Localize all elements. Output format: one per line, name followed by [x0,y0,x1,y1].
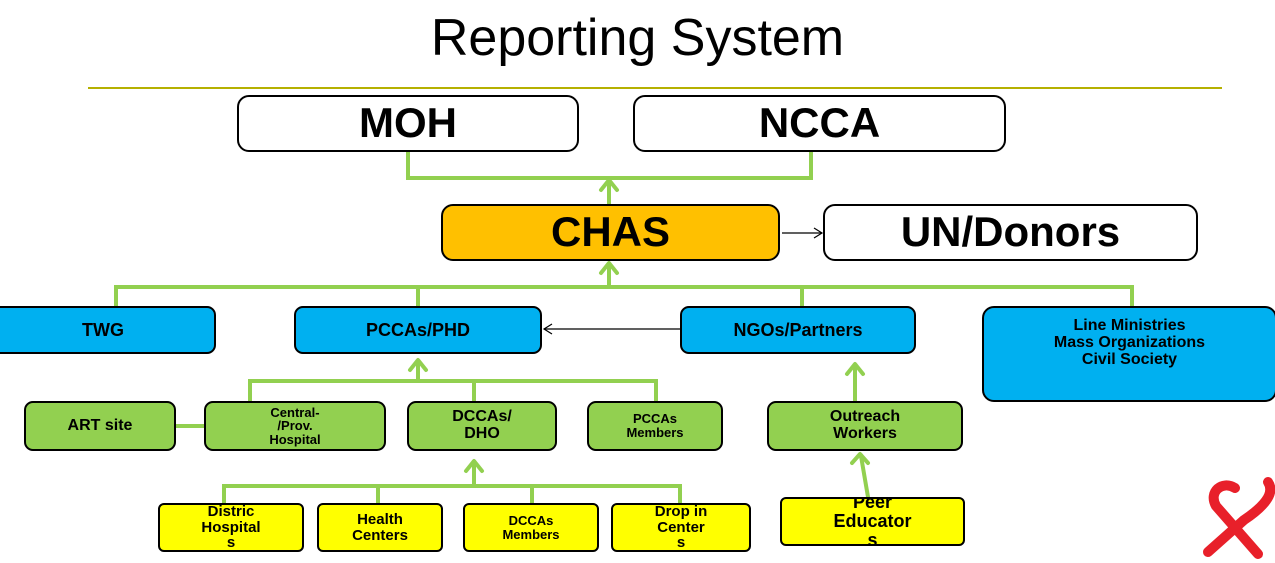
un-donors-box: UN/Donors [823,204,1198,261]
arrowhead-pccas [542,323,553,335]
peer-educators-box: Peer Educator s [780,497,965,546]
arrowhead-to-chas-top [599,178,619,192]
moh-box: MOH [237,95,579,152]
distric-hospitals-box: Distric Hospital s [158,503,304,552]
chas-box: CHAS [441,204,780,261]
arrowhead-to-outreach [850,452,870,465]
connector-peer-to-outreach [858,453,871,500]
outreach-workers-box: Outreach Workers [767,401,963,451]
connector-moh-ncca [406,150,813,180]
arrowhead-to-ngos [845,362,865,376]
central-hospital-box: Central- /Prov. Hospital [204,401,386,451]
arrowhead-to-chas-bottom [599,261,619,275]
pccas-members-box: PCCAs Members [587,401,723,451]
twg-box: TWG [0,306,216,354]
page-title: Reporting System [430,9,845,67]
red-ribbon-icon [1203,477,1275,559]
dccas-dho-box: DCCAs/ DHO [407,401,557,451]
arrowhead-to-pccas [408,358,428,372]
ngos-partners-box: NGOs/Partners [680,306,916,354]
health-centers-box: Health Centers [317,503,443,552]
dccas-members-box: DCCAs Members [463,503,599,552]
ncca-box: NCCA [633,95,1006,152]
art-site-box: ART site [24,401,176,451]
arrowhead-donors [813,227,824,239]
line-ministries-box: Line Ministries Mass Organizations Civil… [982,306,1275,402]
drop-in-centers-box: Drop in Center s [611,503,751,552]
arrowhead-to-dccas [464,459,484,473]
pccas-phd-box: PCCAs/PHD [294,306,542,354]
